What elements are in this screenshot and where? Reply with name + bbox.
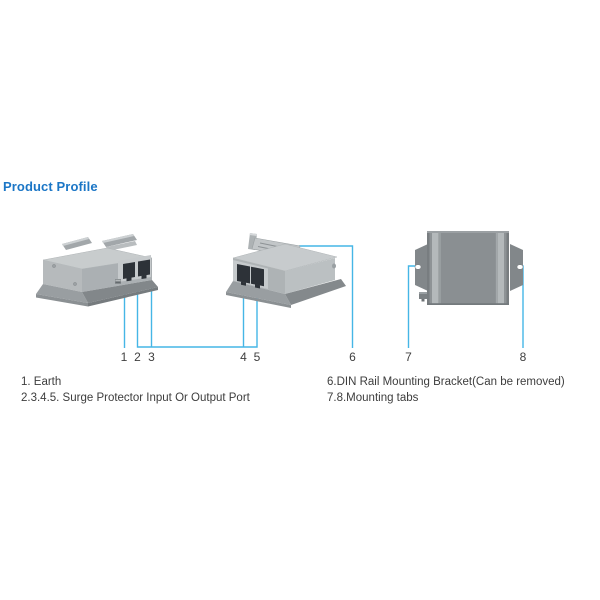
- legend-line-earth: 1. Earth: [21, 376, 62, 388]
- screw-icon: [332, 263, 336, 269]
- port-panel: [115, 255, 151, 284]
- rj45-port-icon: [138, 259, 150, 279]
- tab-notch: [414, 264, 422, 270]
- callout-number-4: 4: [240, 350, 247, 364]
- callout-number-2: 2: [134, 350, 141, 364]
- rj45-port-icon: [251, 266, 264, 289]
- callout-line-6: [299, 245, 354, 348]
- screw-icon: [52, 264, 56, 268]
- bottom-screw-nub: [419, 292, 427, 302]
- callout-number-6: 6: [349, 350, 356, 364]
- callout-number-7: 7: [405, 350, 412, 364]
- legend-line-din-bracket: 6.DIN Rail Mounting Bracket(Can be remov…: [327, 376, 565, 388]
- legend-line-ports: 2.3.4.5. Surge Protector Input Or Output…: [21, 392, 250, 404]
- legend-right: 6.DIN Rail Mounting Bracket(Can be remov…: [327, 374, 565, 406]
- callout-number-5: 5: [253, 350, 261, 364]
- legend-line-mounting-tabs: 7.8.Mounting tabs: [327, 392, 419, 404]
- callout-number-3: 3: [148, 350, 155, 364]
- callout-number-8: 8: [519, 350, 527, 364]
- rj45-port-icon: [123, 262, 135, 282]
- section-title: Product Profile: [3, 179, 98, 194]
- legend-left: 1. Earth 2.3.4.5. Surge Protector Input …: [21, 374, 250, 406]
- earth-screw-icon: [115, 279, 121, 284]
- mounting-tab-icon: [510, 244, 524, 291]
- mounting-tab-icon: [414, 244, 428, 291]
- device-illustration-din-bracket-view: [226, 233, 346, 308]
- din-clip-icon: [62, 234, 137, 251]
- callout-number-1: 1: [120, 350, 128, 364]
- tab-notch: [516, 264, 524, 270]
- port-panel: [233, 260, 268, 289]
- device-illustration-mounting-tabs-view: [414, 231, 524, 305]
- screw-icon: [73, 282, 77, 286]
- device-illustration-ports-view: [36, 234, 158, 307]
- device-body: [427, 231, 509, 305]
- callout-line-2-5-bracket: [136, 281, 258, 348]
- rj45-port-icon: [237, 264, 250, 286]
